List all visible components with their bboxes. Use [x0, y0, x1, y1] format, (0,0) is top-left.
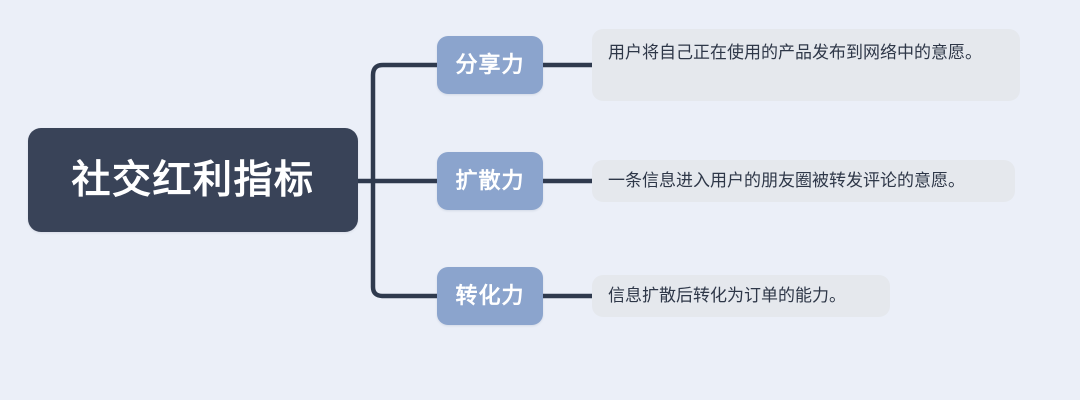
branch-node-label: 分享力	[455, 52, 525, 77]
branch-node-diffusion[interactable]: 扩散力	[437, 152, 543, 210]
description-text: 一条信息进入用户的朋友圈被转发评论的意愿。	[608, 171, 965, 190]
branch-node-conversion[interactable]: 转化力	[437, 267, 543, 325]
description-text: 信息扩散后转化为订单的能力。	[608, 286, 846, 305]
connector-branch-1	[370, 62, 437, 76]
branch-node-label: 转化力	[455, 283, 525, 308]
root-node[interactable]: 社交红利指标	[28, 128, 358, 232]
branch-node-sharing[interactable]: 分享力	[437, 36, 543, 94]
description-box-sharing[interactable]: 用户将自己正在使用的产品发布到网络中的意愿。	[592, 29, 1020, 101]
description-text: 用户将自己正在使用的产品发布到网络中的意愿。	[608, 43, 982, 62]
root-node-label: 社交红利指标	[71, 158, 315, 202]
description-box-diffusion[interactable]: 一条信息进入用户的朋友圈被转发评论的意愿。	[592, 160, 1015, 202]
branch-node-label: 扩散力	[455, 168, 525, 193]
description-box-conversion[interactable]: 信息扩散后转化为订单的能力。	[592, 275, 890, 317]
connector-branch-3	[370, 286, 437, 299]
